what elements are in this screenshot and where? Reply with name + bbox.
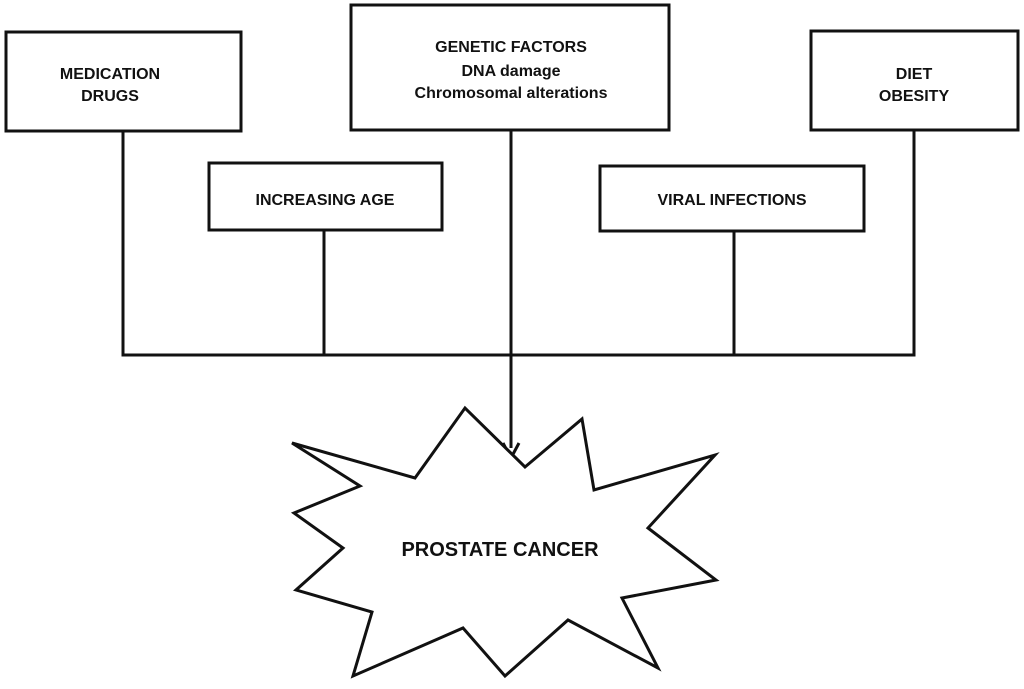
diet-box: DIET OBESITY [809, 29, 1020, 132]
drugs-label: DRUGS [81, 88, 139, 105]
genetic-factors-box: GENETIC FACTORS DNA damage Chromosomal a… [349, 3, 671, 132]
increasing-age-label: INCREASING AGE [256, 192, 395, 209]
increasing-age-box: INCREASING AGE [207, 161, 444, 232]
viral-infections-box: VIRAL INFECTIONS [598, 164, 866, 233]
genetic-factors-title: GENETIC FACTORS [435, 39, 587, 56]
medication-label: MEDICATION [60, 66, 160, 83]
medication-box: MEDICATION DRUGS [4, 30, 243, 133]
main-arrow [501, 130, 521, 462]
chromosomal-alterations-label: Chromosomal alterations [415, 85, 608, 102]
diet-label: DIET [896, 66, 933, 83]
prostate-cancer-label: PROSTATE CANCER [401, 539, 599, 561]
connector-lines [121, 131, 916, 357]
prostate-cancer-burst: PROSTATE CANCER [290, 405, 720, 679]
dna-damage-label: DNA damage [462, 63, 561, 80]
obesity-label: OBESITY [879, 88, 950, 105]
viral-infections-label: VIRAL INFECTIONS [657, 192, 806, 209]
starburst-icon [290, 405, 720, 679]
